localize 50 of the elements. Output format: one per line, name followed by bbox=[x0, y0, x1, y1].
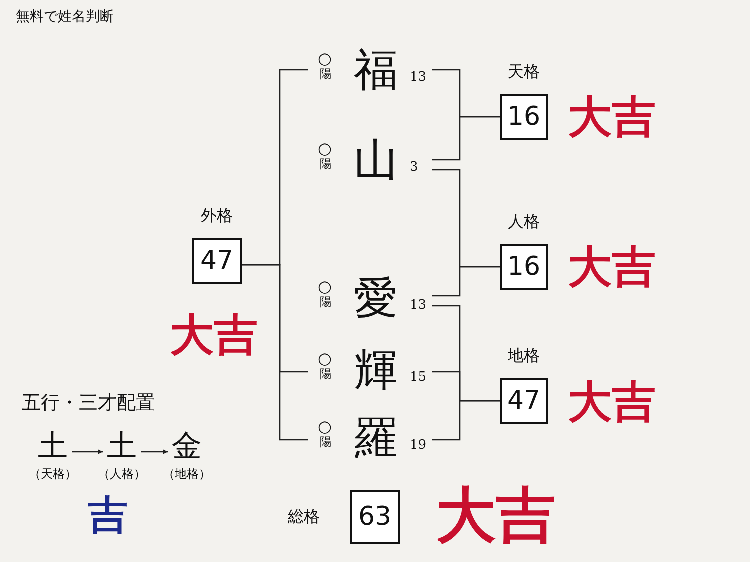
fortune-label: 大吉 bbox=[436, 486, 556, 546]
stroke-count: 15 bbox=[410, 371, 427, 384]
number-box: 47 bbox=[192, 238, 242, 284]
number-box: 16 bbox=[500, 244, 548, 290]
fortune-label: 大吉 bbox=[568, 246, 656, 290]
circle-mark: ○ bbox=[318, 279, 332, 295]
circle-mark: ○ bbox=[318, 141, 332, 157]
title: 無料で姓名判断 bbox=[16, 10, 114, 24]
connector-line bbox=[432, 116, 500, 161]
arrow bbox=[72, 449, 103, 455]
heading: 総格 bbox=[288, 509, 320, 525]
element-caption: （地格） bbox=[162, 468, 212, 480]
element-character: 土 bbox=[107, 432, 137, 462]
arrow bbox=[141, 449, 168, 455]
name-character: 愛 bbox=[354, 277, 398, 321]
stroke-count: 3 bbox=[410, 161, 418, 174]
heading: 外格 bbox=[200, 208, 234, 224]
circle-mark: ○ bbox=[318, 419, 332, 435]
connector-line bbox=[432, 266, 500, 297]
heading: 人格 bbox=[507, 214, 541, 230]
circle-mark: ○ bbox=[318, 351, 332, 367]
polarity-label: 陽 bbox=[320, 296, 332, 308]
connector-line bbox=[432, 400, 500, 441]
heading: 地格 bbox=[507, 348, 541, 364]
number-box: 63 bbox=[350, 490, 400, 544]
element-character: 土 bbox=[38, 432, 68, 462]
fortune-label: 大吉 bbox=[568, 381, 656, 425]
section-heading: 五行・三才配置 bbox=[22, 394, 155, 413]
fortune-label: 大吉 bbox=[568, 96, 656, 140]
connector-line bbox=[242, 264, 308, 441]
polarity-label: 陽 bbox=[320, 68, 332, 80]
number-box: 47 bbox=[500, 378, 548, 424]
polarity-label: 陽 bbox=[320, 158, 332, 170]
name-character: 福 bbox=[354, 49, 398, 93]
stroke-count: 13 bbox=[410, 299, 427, 312]
polarity-label: 陽 bbox=[320, 436, 332, 448]
number-box: 16 bbox=[500, 94, 548, 140]
element-caption: （人格） bbox=[97, 468, 147, 480]
element-character: 金 bbox=[172, 432, 202, 462]
stroke-count: 13 bbox=[410, 71, 427, 84]
name-character: 山 bbox=[354, 139, 398, 183]
circle-mark: ○ bbox=[318, 51, 332, 67]
heading: 天格 bbox=[507, 64, 541, 80]
stroke-count: 19 bbox=[410, 439, 427, 452]
fortune-label: 吉 bbox=[88, 496, 128, 536]
fortune-label: 大吉 bbox=[170, 314, 258, 358]
element-caption: （天格） bbox=[28, 468, 78, 480]
polarity-label: 陽 bbox=[320, 368, 332, 380]
name-character: 羅 bbox=[354, 417, 398, 461]
name-character: 輝 bbox=[354, 349, 398, 393]
